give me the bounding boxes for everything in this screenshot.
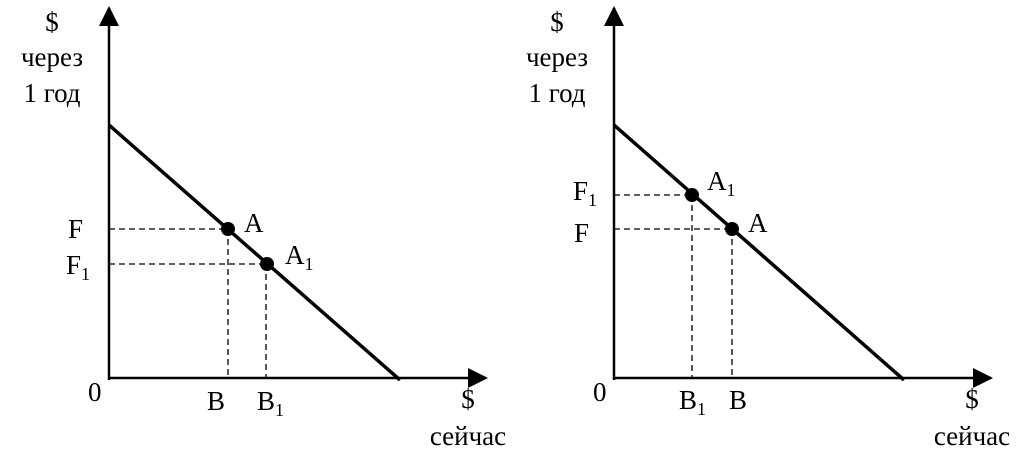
left-panel: $ через 1 год F F1 A A1 0 B B1 $ сейчас	[21, 6, 506, 451]
right-x-tick-B: B	[729, 385, 747, 415]
left-y-tick-F1: F1	[66, 250, 90, 284]
right-y-axis-word2: 1 год	[528, 78, 585, 108]
right-budget-line	[612, 123, 906, 382]
right-x-axis-word: сейчас	[934, 421, 1010, 451]
right-point-label-A: A	[748, 208, 768, 238]
right-point-A1	[685, 188, 699, 202]
right-y-axis-word1: через	[526, 42, 588, 72]
left-x-axis-word: сейчас	[430, 421, 506, 451]
right-y-tick-F: F	[574, 218, 589, 248]
left-point-A	[221, 222, 235, 236]
left-budget-line	[107, 123, 402, 382]
right-origin-label: 0	[593, 377, 607, 407]
right-y-axis-dollar: $	[550, 7, 564, 37]
left-x-tick-B1: B1	[257, 386, 284, 420]
left-y-axis-word2: 1 год	[23, 78, 80, 108]
right-x-axis-dollar: $	[965, 384, 979, 414]
left-origin-label: 0	[88, 377, 102, 407]
left-x-axis-dollar: $	[461, 384, 475, 414]
left-y-axis-word1: через	[21, 42, 83, 72]
left-point-label-A: A	[244, 208, 264, 238]
left-point-label-A1: A1	[285, 240, 314, 274]
right-y-tick-F1: F1	[573, 176, 597, 210]
left-x-tick-B: B	[207, 386, 225, 416]
left-y-axis-dollar: $	[45, 7, 59, 37]
right-panel: $ через 1 год F1 F A1 A 0 B1 B $ сейчас	[526, 6, 1010, 451]
left-point-A1	[260, 257, 274, 271]
right-x-tick-B1: B1	[679, 385, 706, 419]
right-point-label-A1: A1	[707, 166, 736, 200]
left-y-tick-F: F	[68, 214, 83, 244]
right-point-A	[725, 222, 739, 236]
